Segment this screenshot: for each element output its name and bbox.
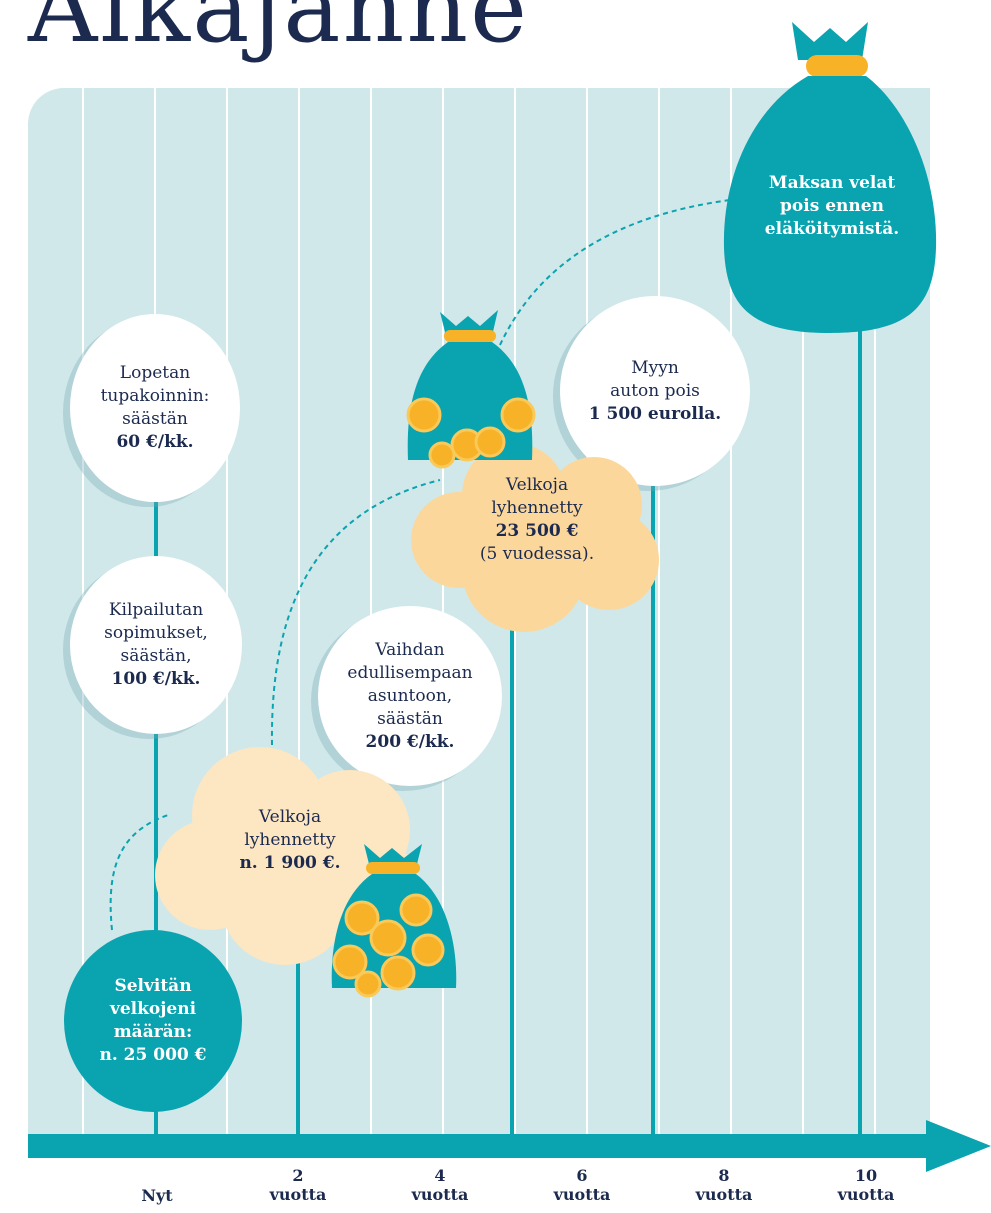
- milestone-apartment: Vaihdan edullisempaan asuntoon, säästän …: [318, 606, 502, 786]
- gridline: [298, 88, 300, 1138]
- goal-text: Maksan velat pois ennen eläköitymistä.: [764, 173, 900, 239]
- timeline-stem: [858, 320, 862, 1140]
- money-bag-icon: [331, 844, 457, 998]
- timeline-stem: [154, 495, 158, 1140]
- money-bag-icon: [723, 22, 937, 333]
- gridline: [658, 88, 660, 1138]
- gridline: [586, 88, 588, 1138]
- timeline-stem: [651, 470, 655, 1140]
- gridline: [802, 88, 804, 1138]
- axis-tick-label: 8 vuotta: [695, 1166, 753, 1204]
- milestone-start: Selvitän velkojeni määrän: n. 25 000 €: [64, 930, 242, 1112]
- axis-tick-label: 2 vuotta: [269, 1166, 327, 1204]
- cloud-early-text: Velkoja lyhennetty n. 1 900 €.: [239, 807, 341, 873]
- axis-tick-label: 6 vuotta: [553, 1166, 611, 1204]
- money-bag-icon: [406, 310, 536, 469]
- gridline: [730, 88, 732, 1138]
- coin-icon: [332, 893, 445, 998]
- milestone-smoking: Lopetan tupakoinnin: säästän 60 €/kk.: [70, 314, 240, 502]
- cloud-mid-text: Velkoja lyhennetty 23 500 € (5 vuodessa)…: [479, 475, 595, 564]
- gridline: [370, 88, 372, 1138]
- axis-tick-label: Nyt: [141, 1186, 173, 1205]
- milestone-car: Myyn auton pois 1 500 eurolla.: [560, 296, 750, 486]
- page-title: Aikajanne: [28, 0, 529, 64]
- cloud-shape: [411, 443, 659, 632]
- milestone-contracts: Kilpailutan sopimukset, säästän, 100 €/k…: [70, 556, 242, 734]
- axis-tick-label: 10 vuotta: [837, 1166, 895, 1204]
- timeline-arrow-icon: [28, 1120, 991, 1172]
- timeline-stem: [296, 860, 300, 1140]
- gridline: [874, 88, 876, 1138]
- coin-icon: [406, 397, 536, 469]
- timeline-stem: [510, 600, 514, 1140]
- axis-tick-label: 4 vuotta: [411, 1166, 469, 1204]
